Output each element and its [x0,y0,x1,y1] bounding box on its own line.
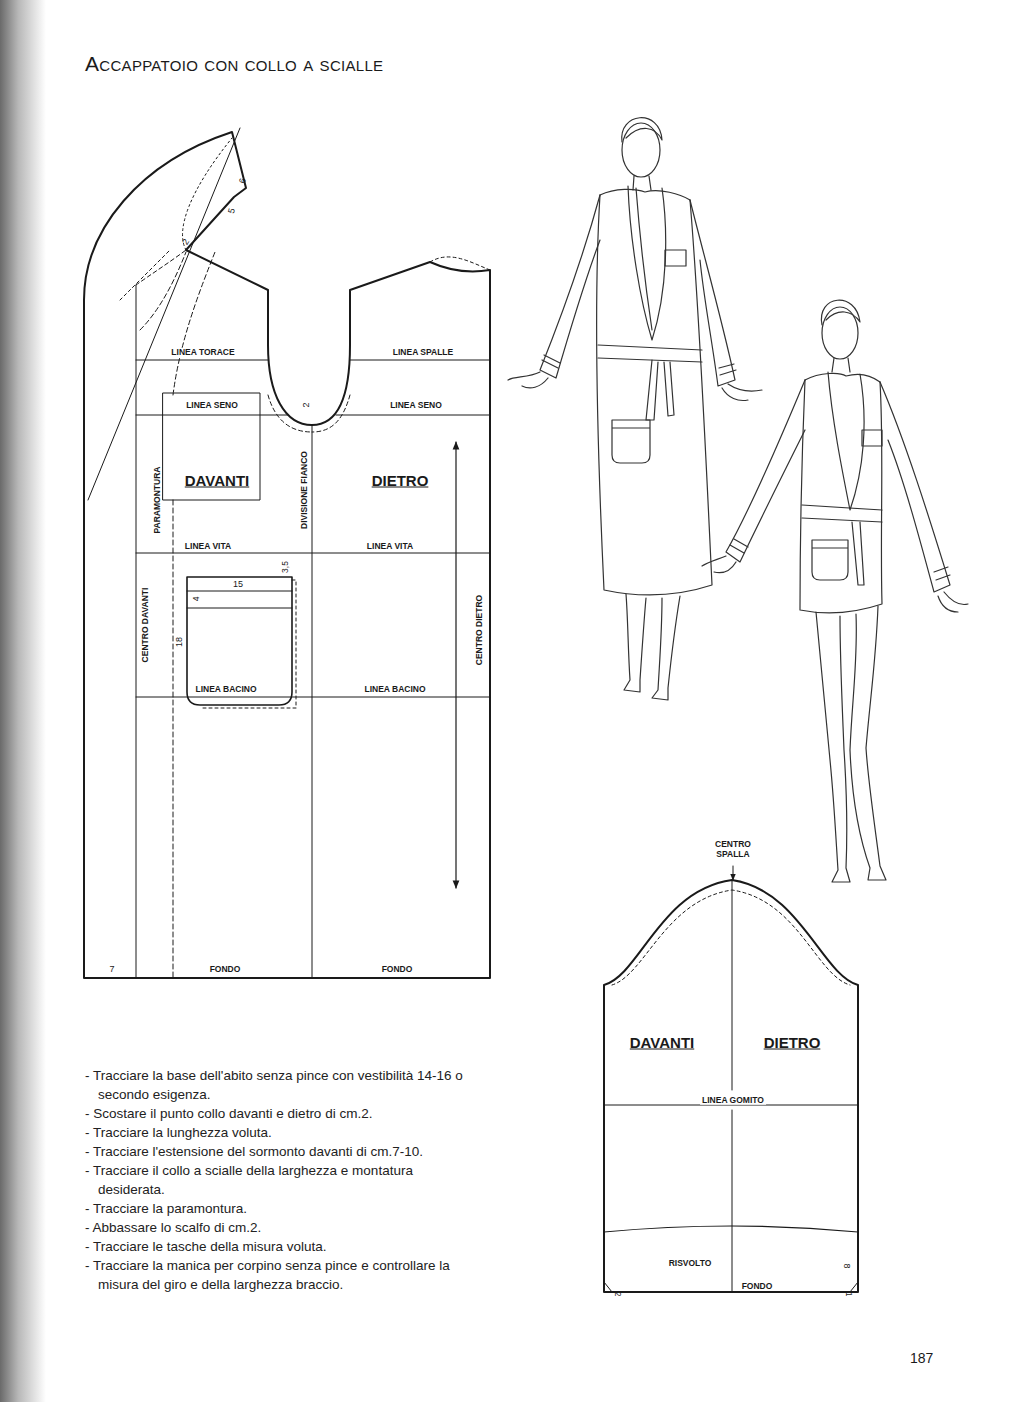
sleeve-piece: DAVANTI DIETRO [604,880,858,1292]
piece-label: DAVANTI [185,472,249,489]
instruction-note: - Scostare il punto collo davanti e diet… [85,1104,477,1123]
line-label: FONDO [380,965,415,974]
line-label: CENTRO DIETRO [475,593,484,667]
sleeve [604,866,858,1292]
callout-number: 6 [238,177,248,184]
instruction-list: - Tracciare la base dell'abito senza pin… [85,1066,477,1294]
line-label: PARAMONTURA [153,465,162,536]
line-label: RISVOLTO [667,1259,714,1268]
instruction-note: - Abbassare lo scalfo di cm.2. [85,1218,477,1237]
instruction-note: - Tracciare la paramontura. [85,1199,477,1218]
callout-number: 1 [845,1292,854,1297]
grain-arrow [455,442,456,888]
fashion-figure [508,118,762,700]
callout-number: 2 [302,402,311,407]
instruction-note: - Tracciare le tasche della misura volut… [85,1237,477,1256]
instruction-note: - Tracciare la manica per corpino senza … [85,1256,477,1294]
line-label: FONDO [740,1282,775,1291]
line-label: DIVISIONE FIANCO [300,449,309,531]
bodice-piece: DAVANTI DIETRO [84,130,490,978]
line-label: LINEA GOMITO [700,1096,766,1105]
line-label: LINEA SENO [184,401,240,410]
callout-number: 18 [175,637,184,647]
line-label: FONDO [208,965,243,974]
binding-shadow [0,0,46,1402]
callout-number: 3,5 [281,561,290,573]
callout-number: 15 [233,580,243,589]
fashion-figure [702,300,968,882]
page-title: Accappatoio con collo a scialle [85,52,383,76]
instruction-note: - Tracciare il collo a scialle della lar… [85,1161,477,1199]
pocket [187,577,296,708]
line-label: LINEA TORACE [169,348,236,357]
bodice-outline [84,132,490,978]
instruction-note: - Tracciare l'estensione del sormonto da… [85,1142,477,1161]
line-label: LINEA BACINO [362,685,427,694]
piece-label: DAVANTI [630,1034,694,1051]
line-label: CENTRO DAVANTI [141,586,150,665]
instruction-note: - Tracciare la base dell'abito senza pin… [85,1066,477,1104]
instruction-note: - Tracciare la lunghezza voluta. [85,1123,477,1142]
construction-lines [88,128,490,978]
line-label: LINEA BACINO [193,685,258,694]
line-label: LINEA SENO [388,401,444,410]
piece-label: DIETRO [372,472,429,489]
callout-number: 5 [227,207,237,214]
callout-number: 4 [192,597,201,602]
line-label: CENTRO SPALLA [707,840,759,860]
line-label: LINEA VITA [365,542,415,551]
line-label: LINEA VITA [183,542,233,551]
callout-number: 8 [842,1263,851,1268]
callout-number: 2 [614,1292,623,1297]
line-label: LINEA SPALLE [391,348,455,357]
piece-label: DIETRO [764,1034,821,1051]
callout-number: 7 [109,965,114,974]
page-number: 187 [910,1351,933,1365]
